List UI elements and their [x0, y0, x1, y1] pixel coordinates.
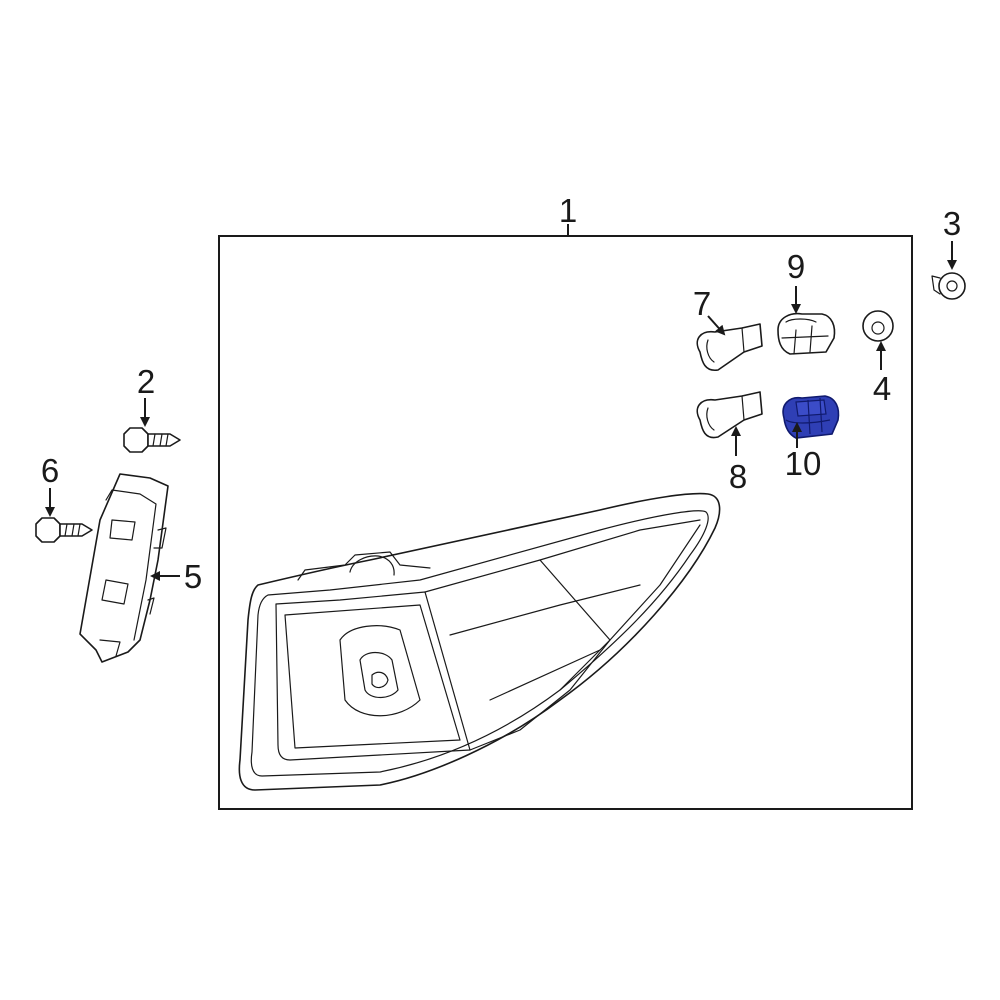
callout-10: 10: [785, 445, 822, 482]
bracket-part-5[interactable]: [79, 473, 169, 663]
bulb-part-7[interactable]: [696, 323, 763, 372]
leader-arrows: [45, 241, 957, 581]
bulb-part-8[interactable]: [696, 391, 763, 439]
tail-lamp-housing[interactable]: [238, 492, 721, 791]
cap-part-4[interactable]: [862, 310, 894, 342]
arrow-7: [707, 315, 726, 336]
callout-7: 7: [693, 285, 711, 322]
callout-1: 1: [559, 192, 577, 229]
callout-4: 4: [873, 370, 891, 407]
bolt-part-2[interactable]: [123, 427, 181, 453]
assembly-frame: [218, 235, 913, 810]
callout-3: 3: [943, 205, 961, 242]
bolt-part-6[interactable]: [35, 517, 93, 543]
socket-part-9[interactable]: [777, 312, 836, 355]
callout-5: 5: [184, 558, 202, 595]
callout-2: 2: [137, 363, 155, 400]
callout-8: 8: [729, 458, 747, 495]
callout-9: 9: [787, 248, 805, 285]
clip-part-3[interactable]: [931, 272, 966, 300]
callout-6: 6: [41, 452, 59, 489]
socket-part-10-highlighted[interactable]: [782, 395, 840, 439]
